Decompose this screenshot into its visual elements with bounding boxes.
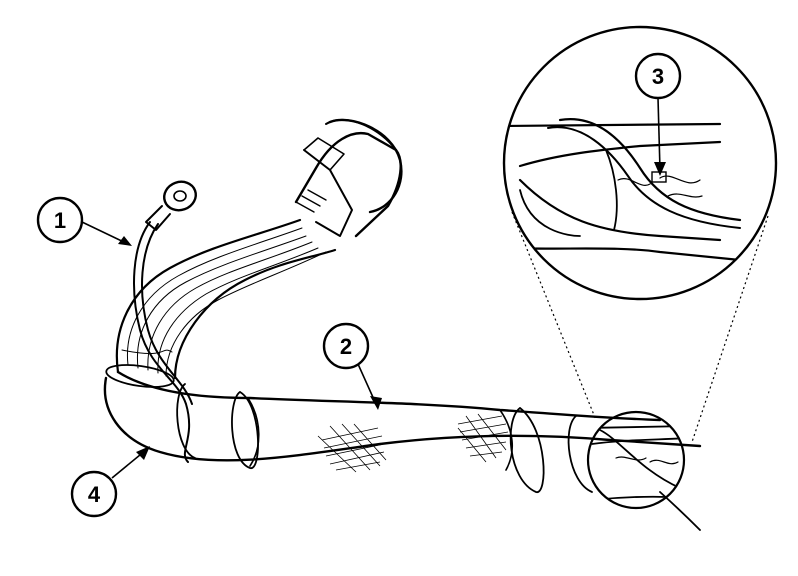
callout-3-label: 3 — [652, 64, 664, 89]
callout-4: 4 — [70, 446, 150, 518]
callout-4-label: 4 — [88, 482, 101, 507]
callout-2: 2 — [322, 322, 382, 410]
callout-1-label: 1 — [54, 208, 66, 233]
connector — [294, 118, 403, 238]
hatching-patch-right — [457, 413, 509, 463]
wiring-harness — [103, 218, 702, 493]
detail-magnifier — [502, 25, 778, 531]
callout-3: 3 — [634, 52, 682, 176]
hatching-patch-left — [317, 423, 387, 473]
ground-wire — [133, 180, 197, 463]
callout-2-label: 2 — [340, 334, 352, 359]
callout-1: 1 — [36, 196, 132, 246]
